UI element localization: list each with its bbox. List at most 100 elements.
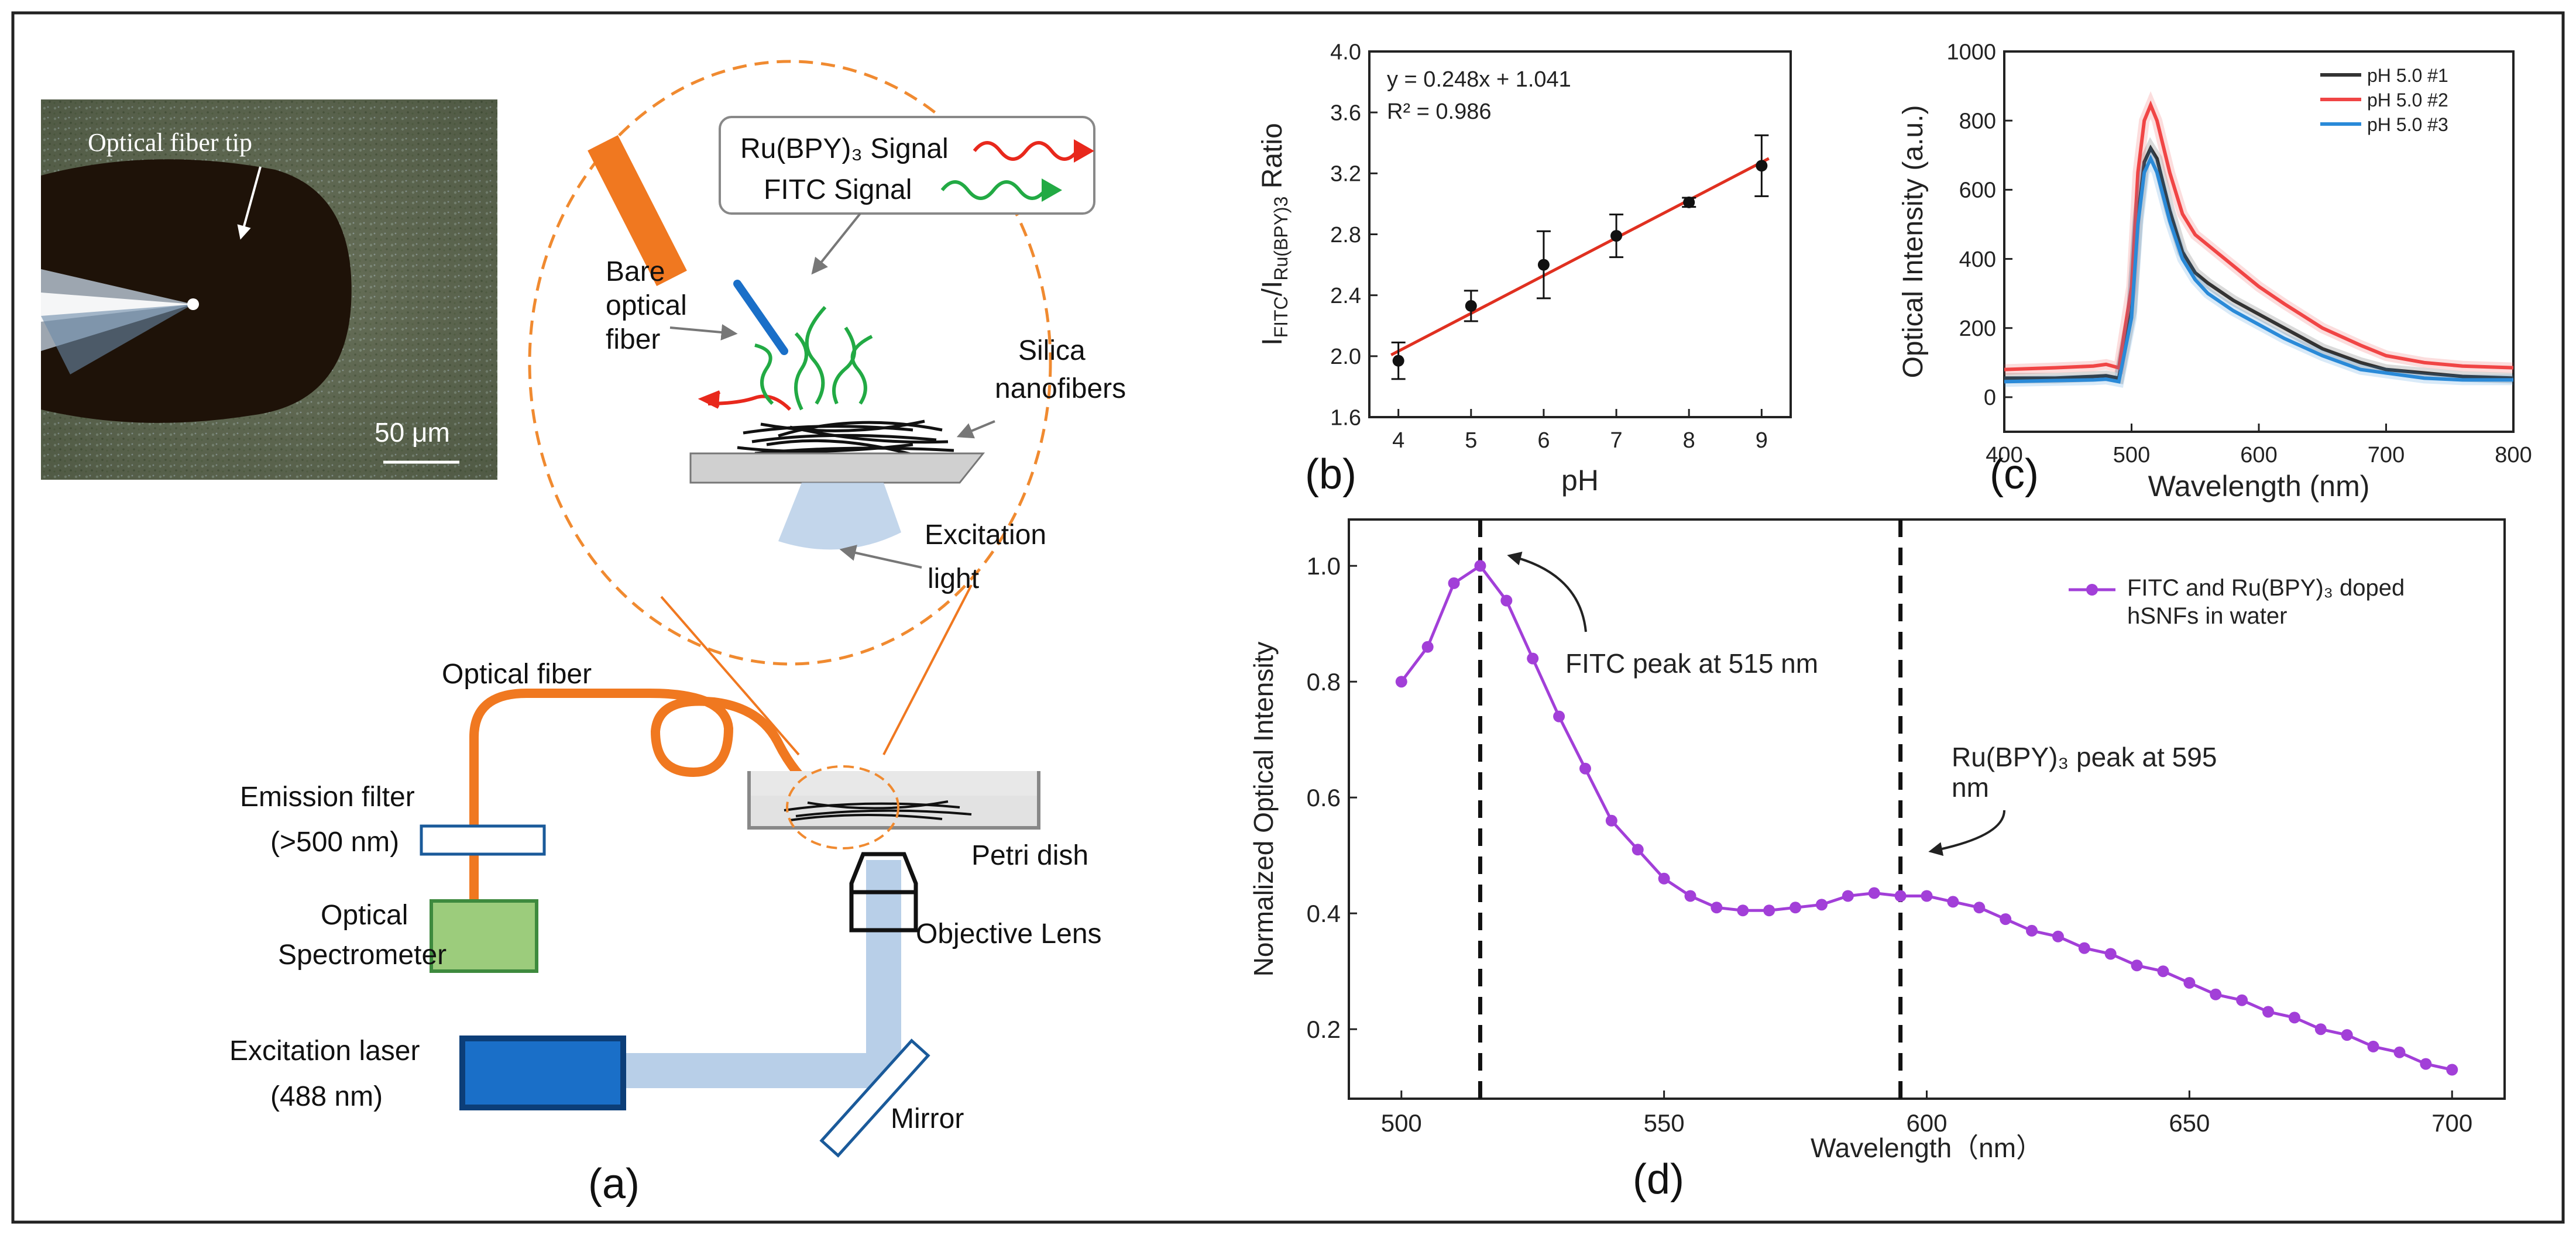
panel-a-label: (a) [588, 1161, 640, 1208]
data-point [2210, 988, 2222, 1000]
series-line [2004, 154, 2513, 384]
r-squared: R² = 0.986 [1387, 99, 1492, 124]
objective-lens-label: Objective Lens [916, 918, 1102, 950]
data-point [1421, 641, 1434, 653]
outer-frame [11, 11, 2565, 1224]
ru-peak-annotation: Ru(BPY)₃ peak at 595 [1952, 742, 2217, 772]
data-point [2446, 1064, 2458, 1076]
series-noise-band [2004, 137, 2514, 384]
y-tick-label: 0 [1984, 386, 1996, 410]
series-line [2004, 145, 2514, 380]
data-point [1842, 890, 1854, 902]
inset-magnified: Ru(BPY)₃ Signal FITC Signal Bare optical… [528, 60, 1126, 666]
mirror [819, 1038, 930, 1158]
data-point [1579, 762, 1591, 775]
y-tick-label: 2.0 [1330, 345, 1361, 369]
fiber-tip-arrow [237, 166, 262, 240]
data-point [1500, 594, 1513, 607]
data-point [2393, 1046, 2406, 1058]
panel-a: Optical fiber tip 50 μm Ru(BPY)₃ Signal … [41, 60, 1126, 1208]
data-point [2000, 913, 2012, 926]
legend-marker [2086, 584, 2098, 596]
x-tick-label: 700 [2368, 443, 2405, 467]
data-point [2288, 1012, 2300, 1024]
y-tick-label: 400 [1959, 247, 1996, 272]
data-point [2367, 1040, 2379, 1052]
y-tick-label: 3.6 [1330, 101, 1361, 125]
y-tick-label: 0.8 [1307, 668, 1341, 696]
data-point [2078, 942, 2090, 954]
emission-filter [420, 824, 546, 856]
data-point [2314, 1023, 2327, 1036]
excitation-laser [459, 1036, 626, 1110]
fiber-tip-label: Optical fiber tip [88, 128, 252, 157]
x-tick-label: 600 [2240, 443, 2277, 467]
legend-label: pH 5.0 #1 [2367, 65, 2448, 86]
data-point [1474, 560, 1486, 572]
emission-filter-label: Emission filter (>500 nm) [240, 782, 423, 858]
data-point [2052, 930, 2064, 942]
optical-spectrometer [430, 899, 538, 973]
x-tick-label: 4 [1392, 428, 1404, 453]
optical-fiber-label: Optical fiber [442, 659, 592, 690]
dish-nanofibers [784, 800, 972, 821]
emission-arrows [698, 305, 873, 411]
y-axis-label: Normalized Optical Intensity [1248, 642, 1279, 977]
legend-label-cont: hSNFs in water [2127, 603, 2287, 629]
data-point [1756, 160, 1768, 172]
data-point [1763, 904, 1775, 917]
ru-signal-arrow [973, 141, 1079, 161]
bare-fiber-core [733, 280, 788, 355]
excitation-beam-vertical [866, 860, 901, 1071]
data-point [1711, 902, 1723, 914]
y-tick-label: 1.0 [1307, 552, 1341, 580]
fitc-peak-arrow [1507, 552, 1587, 632]
data-point [1465, 300, 1477, 312]
excitation-pointer [839, 545, 922, 569]
scale-bar-label: 50 μm [375, 417, 450, 448]
fiber-tip-photo: Optical fiber tip 50 μm [41, 99, 497, 480]
data-point [1947, 896, 1959, 908]
y-tick-label: 0.6 [1307, 784, 1341, 811]
zoom-line-right [882, 584, 973, 755]
excitation-beam-horizontal [623, 1053, 901, 1088]
x-tick-label: 700 [2431, 1109, 2472, 1137]
bare-fiber-jacket [588, 135, 687, 286]
inset-ellipse [528, 60, 1052, 666]
legend-label: pH 5.0 #2 [2367, 90, 2448, 111]
data-point [1448, 577, 1460, 589]
panel-d-label: (d) [1633, 1156, 1684, 1203]
data-point [1973, 902, 1986, 914]
data-point [2262, 1006, 2275, 1018]
objective-lens [849, 852, 918, 933]
fitc-signal-label: FITC Signal [764, 174, 912, 205]
legend-label: pH 5.0 #3 [2367, 114, 2448, 135]
data-point [1632, 844, 1644, 856]
silica-pointer [956, 420, 995, 439]
signal-legend-box [719, 116, 1095, 215]
data-point [2104, 948, 2117, 960]
data-point [1683, 196, 1695, 208]
dish-zoom-circle [786, 765, 899, 849]
fitc-peak-annotation: FITC peak at 515 nm [1565, 648, 1818, 679]
y-axis-label: Optical Intensity (a.u.) [1898, 105, 1929, 379]
data-point [1894, 890, 1907, 902]
series-line [1400, 563, 2453, 1071]
silica-nanofibers [737, 419, 954, 458]
data-point [2026, 924, 2038, 937]
data-point [1684, 890, 1696, 902]
data-point [1868, 887, 1880, 899]
panel-b-label: (b) [1305, 451, 1356, 498]
y-tick-label: 1000 [1946, 40, 1996, 64]
y-axis-label: IFITC/IRu(BPY)3 Ratio [1257, 123, 1292, 346]
x-tick-label: 550 [1644, 1109, 1685, 1137]
y-tick-label: 0.2 [1307, 1016, 1341, 1043]
petri-dish-label: Petri dish [971, 840, 1088, 871]
ru-peak-arrow [1928, 810, 2005, 856]
data-point [1605, 814, 1617, 827]
data-point [1790, 902, 1802, 914]
setup-schematic: Optical fiber Emission filter (>500 nm) … [229, 659, 1102, 1158]
data-point [1527, 652, 1539, 665]
